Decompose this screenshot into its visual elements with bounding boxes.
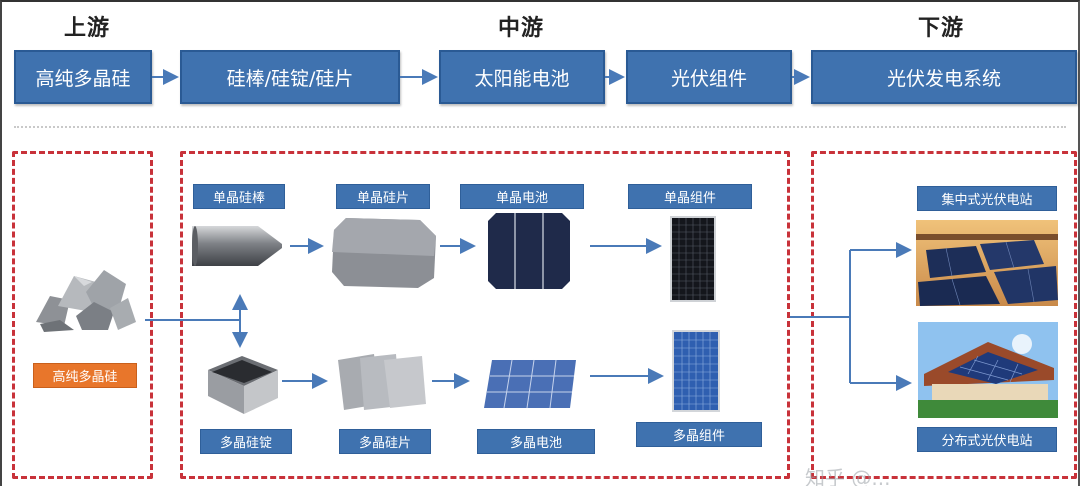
label-mono-module: 单晶组件 — [628, 184, 752, 209]
label-poly-cell: 多晶电池 — [477, 429, 595, 454]
label-poly-ingot: 多晶硅锭 — [200, 429, 292, 454]
mono-silicon-wafer-image — [330, 216, 438, 290]
mono-silicon-rod-image — [192, 220, 288, 272]
label-mono-wafer: 单晶硅片 — [336, 184, 430, 209]
label-poly-wafer: 多晶硅片 — [339, 429, 431, 454]
poly-solar-cell-image — [482, 358, 578, 410]
watermark-text: 知乎 @... — [805, 462, 890, 486]
label-poly-module: 多晶组件 — [636, 422, 762, 447]
label-mono-rod: 单晶硅棒 — [193, 184, 285, 209]
polysilicon-chunks-image — [30, 262, 140, 334]
label-distributed-station: 分布式光伏电站 — [917, 427, 1057, 452]
label-mono-cell: 单晶电池 — [460, 184, 584, 209]
label-high-purity-polysilicon: 高纯多晶硅 — [33, 363, 137, 388]
mono-pv-module-image — [670, 216, 716, 302]
centralized-pv-station-image — [916, 220, 1058, 306]
distributed-pv-station-image — [918, 322, 1058, 418]
label-centralized-station: 集中式光伏电站 — [917, 186, 1057, 211]
poly-silicon-wafer-image — [334, 352, 428, 412]
mono-solar-cell-image — [488, 213, 570, 289]
poly-silicon-ingot-image — [204, 352, 280, 416]
poly-pv-module-image — [672, 330, 720, 412]
